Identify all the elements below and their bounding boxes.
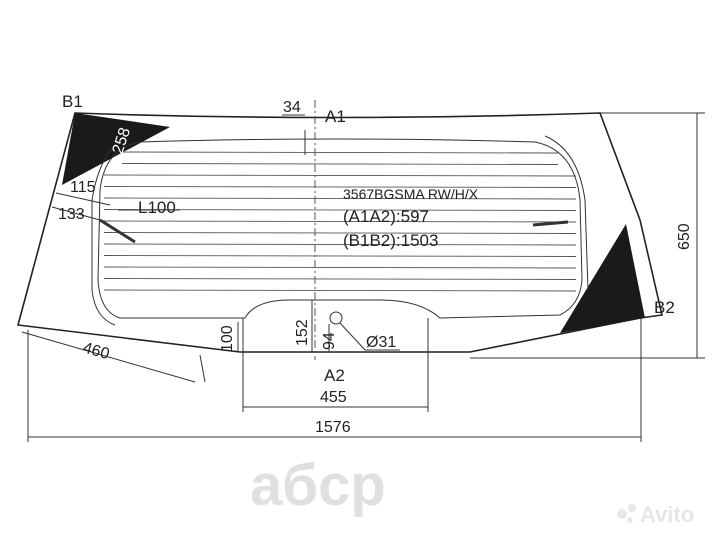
dim-94: 94 bbox=[321, 332, 338, 350]
dim-152: 152 bbox=[294, 319, 311, 346]
heating-line bbox=[103, 243, 577, 246]
heating-line bbox=[103, 197, 577, 200]
busbar-right bbox=[544, 135, 589, 291]
dim-line-460 bbox=[21, 331, 196, 383]
dim-133: 133 bbox=[58, 206, 85, 223]
dim-b1b2: (B1B2):1503 bbox=[343, 231, 438, 250]
part-code: 3567BGSMA RW/H/X bbox=[343, 186, 479, 202]
dim-455: 455 bbox=[320, 389, 347, 406]
label-b2: B2 bbox=[654, 298, 675, 317]
label-a2: A2 bbox=[324, 366, 345, 385]
label-l100: L100 bbox=[138, 198, 176, 217]
dim-a1a2: (A1A2):597 bbox=[343, 207, 429, 226]
terminal-left bbox=[99, 218, 136, 244]
heating-line bbox=[103, 266, 577, 269]
heating-line bbox=[103, 289, 577, 292]
black-print-b2 bbox=[560, 224, 645, 333]
label-a1: A1 bbox=[325, 107, 346, 126]
heating-line bbox=[103, 255, 577, 257]
black-print-b1 bbox=[62, 113, 170, 185]
heating-line bbox=[103, 186, 577, 188]
hole-mark bbox=[329, 311, 343, 325]
glass-outline bbox=[16, 112, 663, 353]
dim-1576: 1576 bbox=[315, 419, 351, 436]
busbar-left bbox=[91, 134, 129, 326]
avito-logo: Avito bbox=[617, 502, 694, 527]
label-b1: B1 bbox=[62, 92, 83, 111]
dim-100: 100 bbox=[219, 325, 236, 352]
dim-34: 34 bbox=[283, 99, 301, 116]
heating-line bbox=[103, 209, 577, 211]
heating-line bbox=[121, 163, 559, 165]
watermark-avito: Avito bbox=[640, 502, 694, 527]
heating-line bbox=[103, 174, 577, 177]
dim-460: 460 bbox=[81, 340, 111, 364]
heating-lines bbox=[103, 151, 577, 292]
watermark-shop: aбcp bbox=[250, 453, 386, 518]
heating-line bbox=[103, 232, 577, 234]
heating-line bbox=[103, 278, 577, 280]
dim-650: 650 bbox=[676, 223, 693, 250]
heating-line bbox=[121, 151, 559, 154]
dim-hole-diameter: Ø31 bbox=[366, 334, 396, 351]
dim-115: 115 bbox=[70, 179, 96, 196]
heating-grid-border bbox=[97, 138, 583, 319]
terminal-right bbox=[532, 220, 569, 227]
heating-line bbox=[103, 220, 577, 223]
